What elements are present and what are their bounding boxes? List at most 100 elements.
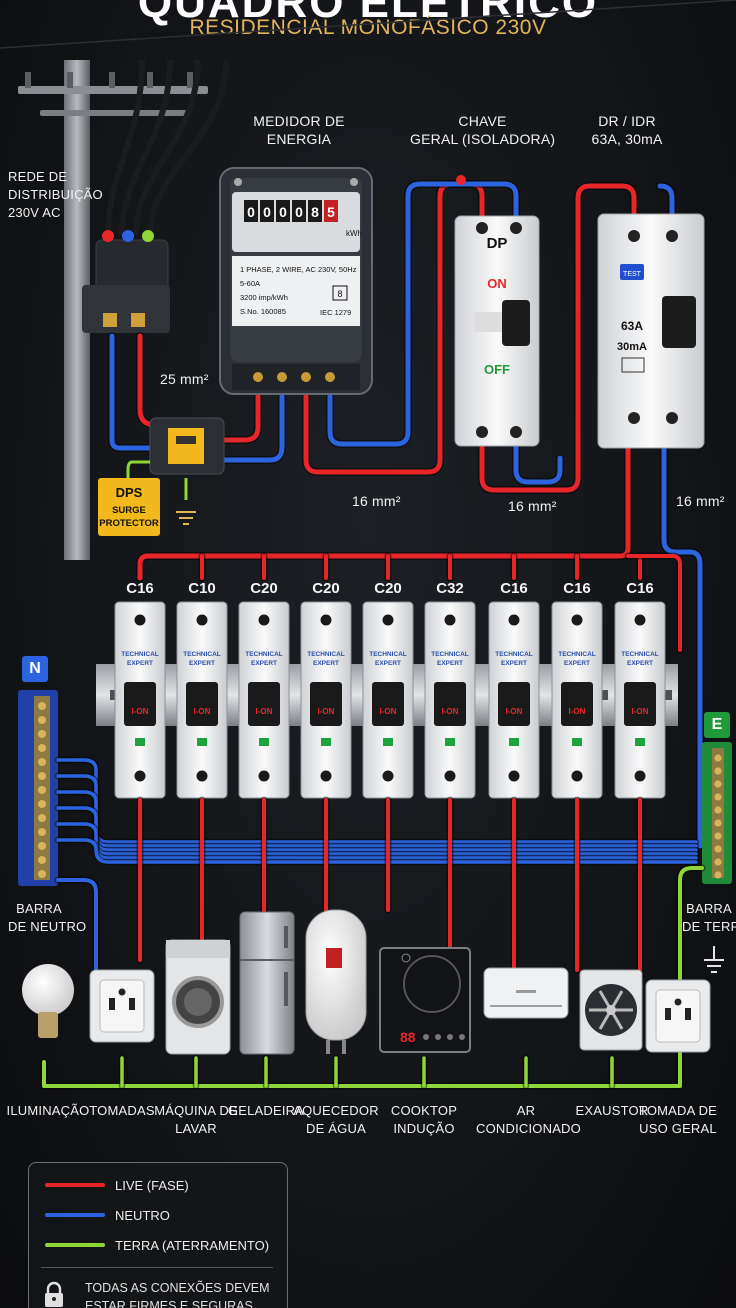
legend-neutral-text: NEUTRO: [115, 1207, 170, 1223]
breaker-toggle: [186, 682, 218, 726]
breaker-top-screw: [258, 614, 270, 626]
breaker-toggle: [372, 682, 404, 726]
insulator: [147, 72, 153, 88]
breaker-top-screw: [444, 614, 456, 626]
legend-neutral: NEUTRO: [45, 1205, 170, 1225]
breaker-brand: EXPERT: [375, 660, 401, 667]
meter-title: MEDIDOR DE ENERGIA: [244, 112, 354, 148]
load-appliances: 88: [22, 909, 711, 1055]
meter-digit-cell: [308, 200, 322, 222]
cable-size-25: 25 mm²: [160, 371, 209, 387]
breaker-bottom-screw: [444, 770, 456, 782]
breaker-top-screw: [134, 614, 146, 626]
page-subtitle: RESIDENCIAL MONOFÁSICO 230V: [189, 16, 547, 39]
circuit-breaker: TECHNICAL EXPERT I-ON: [551, 601, 603, 799]
insulator: [67, 72, 73, 88]
light-bulb-icon: [22, 964, 74, 1038]
breaker-toggle-label: I-ON: [132, 707, 149, 716]
meter-spec-line: S.No. 160085: [240, 307, 286, 316]
terminal-screw: [131, 313, 145, 327]
breaker-bottom-screw: [382, 770, 394, 782]
breaker-top-screw: [320, 614, 332, 626]
neutral-bar-label-line: DE NEUTRO: [8, 919, 87, 934]
breaker-brand: TECHNICAL: [183, 651, 221, 658]
refrigerator-icon: [239, 911, 295, 1055]
breaker-brand: TECHNICAL: [558, 651, 596, 658]
service-drop-cable: [119, 59, 173, 236]
breaker-toggle-label: I-ON: [632, 707, 649, 716]
neutral-bar: [18, 690, 58, 886]
legend-panel: LIVE (FASE) NEUTRO TERRA (ATERRAMENTO) T…: [28, 1162, 288, 1308]
breaker-bottom-screw: [571, 770, 583, 782]
load-label-line: AR: [516, 1103, 536, 1118]
legend-neutral-swatch: [45, 1213, 105, 1217]
cooktop-display: 88: [400, 1029, 416, 1045]
dps-earth-wire: [126, 460, 150, 480]
breaker-toggle-label: I-ON: [506, 707, 523, 716]
live-wire-aux: [626, 554, 682, 652]
breaker-toggle: [498, 682, 530, 726]
neutral-bar-screw: [38, 716, 46, 724]
load-label-line: ILUMINAÇÃO: [6, 1103, 90, 1118]
neutral-bar-screw: [38, 772, 46, 780]
switch-lever: [502, 300, 530, 346]
breaker-toggle: [624, 682, 656, 726]
rail-slot: [110, 690, 118, 700]
breaker-rating: C16: [126, 580, 154, 597]
neutral-bar-screw: [38, 702, 46, 710]
breaker-bottom-screw: [258, 770, 270, 782]
breaker-top-screw: [382, 614, 394, 626]
live-wire-switch-to-rcd: [479, 183, 637, 493]
breaker-top-screw: [571, 614, 583, 626]
neutral-bar-screw: [38, 744, 46, 752]
breaker-brand: EXPERT: [437, 660, 463, 667]
safety-note: TODAS AS CONEXÕES DEVEM ESTAR FIRMES E S…: [85, 1279, 270, 1308]
terminal-screw: [103, 313, 117, 327]
breaker-toggle-label: I-ON: [569, 707, 586, 716]
load-label-line: TOMADAS: [89, 1103, 155, 1118]
neutral-bar-screw: [38, 842, 46, 850]
breaker-rating: C10: [188, 580, 216, 597]
legend-live-swatch: [45, 1183, 105, 1187]
breaker-brand: EXPERT: [564, 660, 590, 667]
air-conditioner-icon: [483, 967, 569, 1019]
breaker-rating: C20: [250, 580, 278, 597]
breaker-brand: EXPERT: [501, 660, 527, 667]
exhaust-fan-icon: [579, 969, 643, 1051]
neutral-wire-lighting: [56, 878, 98, 972]
meter-terminal: [325, 372, 335, 382]
neutral-bundle-wire: [56, 838, 698, 864]
breaker-bottom-screw: [508, 770, 520, 782]
live-wire-to-meter: [211, 392, 261, 443]
breaker-rating: C20: [374, 580, 402, 597]
breaker-brand: EXPERT: [189, 660, 215, 667]
breaker-status-indicator: [135, 738, 145, 746]
earth-bar-screw: [714, 780, 722, 788]
rcd-test-label: TEST: [623, 271, 642, 278]
service-drop-cable: [133, 59, 201, 236]
earth-bar-screw: [714, 832, 722, 840]
breaker-top-screw: [508, 614, 520, 626]
main-switch-title: CHAVE GERAL (ISOLADORA): [410, 112, 555, 148]
breaker-toggle: [124, 682, 156, 726]
meter-spec-line: 5-60A: [240, 279, 260, 288]
connector-cap: [122, 230, 134, 242]
rail-slot: [664, 690, 672, 700]
rcd-sine-icon: [621, 357, 645, 373]
neutral-bar-screw: [38, 870, 46, 878]
breaker-toggle-label: I-ON: [442, 707, 459, 716]
load-label-line: CONDICIONADO: [476, 1121, 581, 1136]
dps-module: [168, 428, 204, 464]
socket-icon: [89, 969, 155, 1043]
breaker-toggle-label: I-ON: [194, 707, 211, 716]
breaker-status-indicator: [383, 738, 393, 746]
meter-terminal: [253, 372, 263, 382]
neutral-wire-meter-to-switch: [327, 181, 519, 447]
meter-face-bottom: [232, 256, 360, 326]
switch-name: DP: [487, 235, 508, 252]
wire-junction: [456, 175, 466, 185]
neutral-return-wire: [661, 442, 703, 849]
